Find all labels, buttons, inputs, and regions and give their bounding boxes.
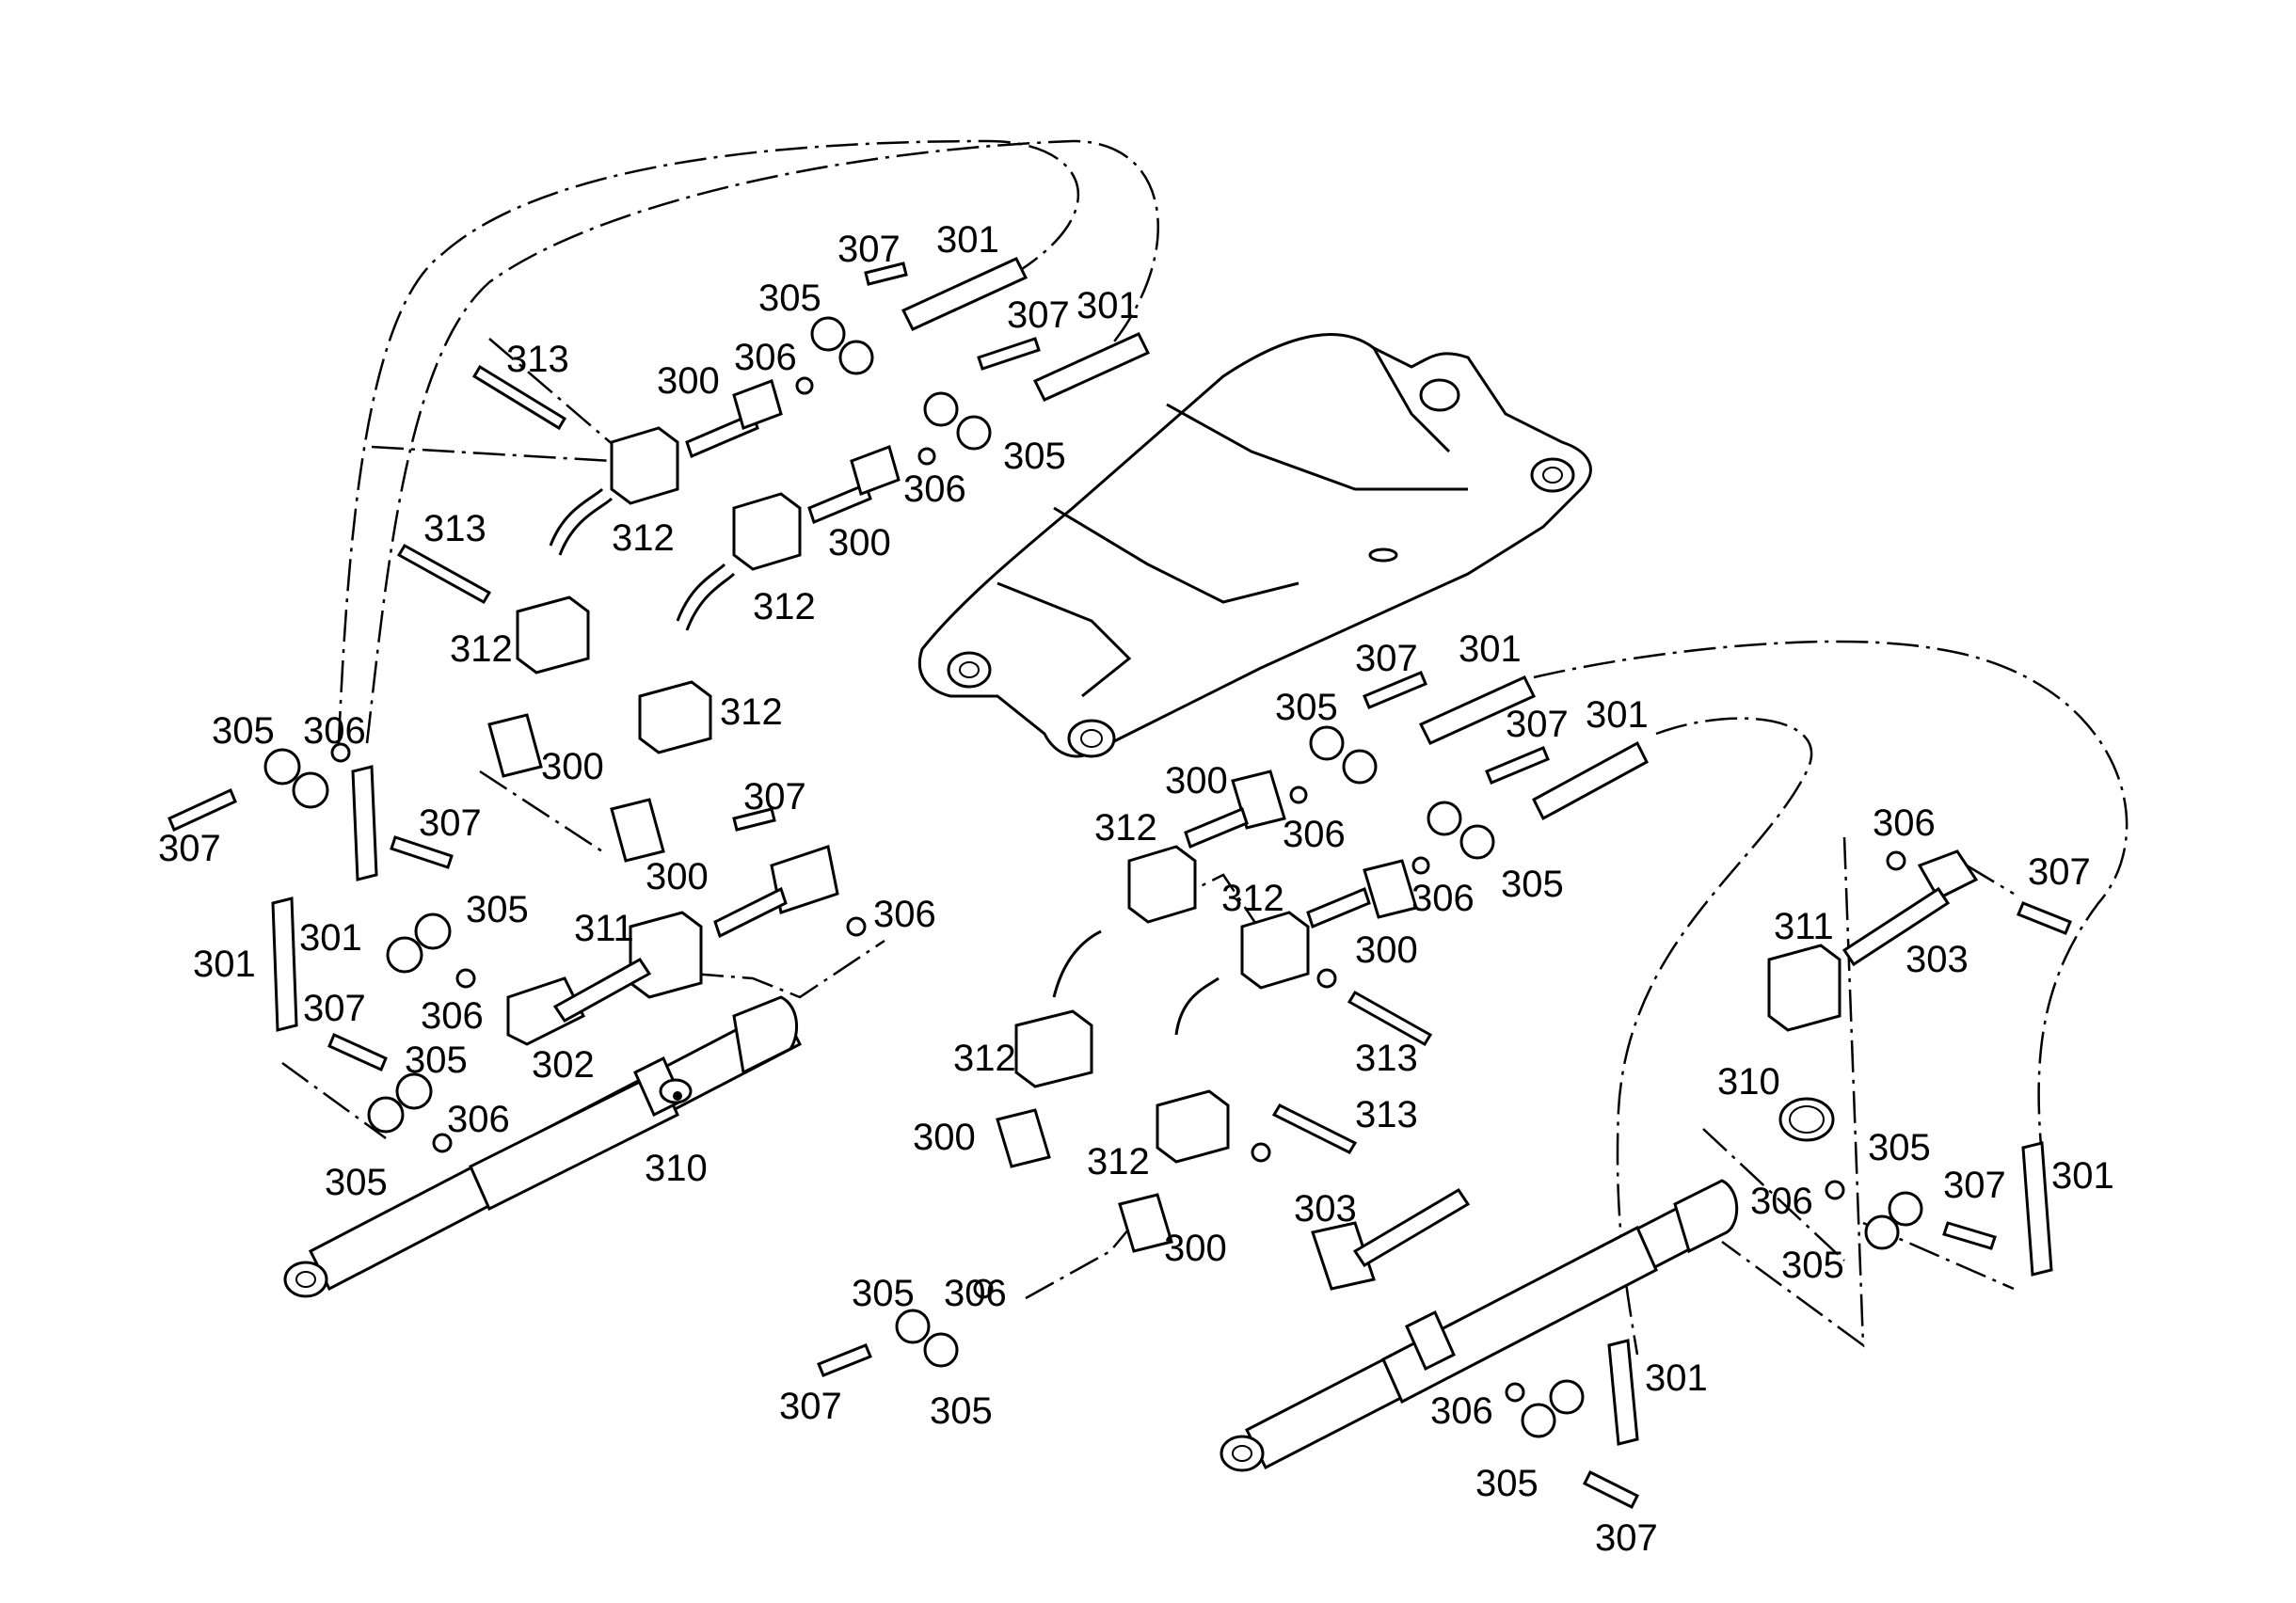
part-label: 300	[646, 856, 709, 897]
part-label: 302	[532, 1044, 595, 1086]
right-hydraulic-cylinder	[1220, 1179, 1739, 1472]
part-label: 312	[753, 586, 816, 627]
part-label: 301	[299, 917, 362, 959]
part-label: 312	[1094, 807, 1157, 849]
part-label: 305	[212, 710, 275, 752]
part-label: 301	[1586, 694, 1649, 736]
part-label: 311	[574, 908, 634, 949]
part-label: 305	[930, 1390, 993, 1432]
part-label: 307	[1943, 1165, 2006, 1206]
part-label: 305	[1501, 864, 1564, 905]
part-label: 300	[1355, 929, 1418, 971]
part-label: 313	[1355, 1094, 1418, 1135]
part-label: 305	[1475, 1463, 1539, 1504]
part-label: 307	[419, 802, 482, 844]
part-label: 307	[743, 776, 806, 817]
hoses	[271, 257, 2053, 1446]
boom-arm	[917, 333, 1592, 758]
part-label: 305	[1275, 687, 1338, 728]
part-label: 300	[913, 1117, 976, 1158]
part-label: 312	[1087, 1141, 1150, 1182]
part-label: 306	[1283, 814, 1346, 855]
part-label: 306	[1873, 802, 1936, 844]
part-label: 300	[541, 746, 604, 787]
clamp-blocks	[516, 426, 1842, 1164]
part-label: 300	[828, 522, 891, 563]
part-label: 306	[734, 337, 797, 378]
part-label: 301	[2051, 1155, 2114, 1197]
part-label: 301	[936, 219, 999, 261]
left-hydraulic-cylinder	[283, 995, 803, 1298]
part-label: 307	[2028, 851, 2091, 893]
part-label: 301	[1459, 628, 1522, 670]
part-label: 301	[1645, 1357, 1708, 1399]
part-label: 307	[779, 1386, 842, 1427]
part-label: 313	[506, 339, 569, 380]
part-label: 310	[645, 1148, 708, 1189]
part-label: 301	[1076, 285, 1140, 326]
part-label: 305	[1781, 1245, 1844, 1286]
part-label: 313	[423, 508, 486, 549]
part-label: 312	[1221, 878, 1284, 919]
part-label: 307	[158, 828, 221, 869]
part-label: 307	[303, 988, 366, 1029]
fittings	[167, 262, 2072, 1510]
part-label: 307	[837, 229, 901, 270]
part-labels: 307 301 305 307 301 313 306 300 306 305 …	[158, 219, 2114, 1559]
part-label: 301	[193, 944, 256, 985]
part-label: 312	[612, 517, 675, 559]
part-label: 312	[450, 628, 513, 670]
part-label: 306	[421, 995, 484, 1037]
part-label: 303	[1294, 1188, 1357, 1230]
part-label: 306	[1411, 878, 1475, 919]
part-label: 305	[325, 1162, 388, 1203]
part-label: 306	[447, 1099, 510, 1140]
part-label: 311	[1774, 906, 1834, 947]
part-label: 300	[1164, 1228, 1227, 1269]
part-label: 306	[1750, 1181, 1813, 1222]
part-label: 300	[1165, 760, 1228, 802]
part-label: 306	[303, 710, 366, 752]
part-label: 306	[873, 894, 936, 935]
part-label: 306	[944, 1273, 1007, 1314]
part-label: 306	[903, 468, 966, 510]
part-label: 300	[657, 360, 720, 402]
part-label: 306	[1430, 1390, 1493, 1432]
part-label: 305	[1868, 1127, 1931, 1168]
part-label: 307	[1595, 1517, 1658, 1559]
part-label: 310	[1717, 1061, 1780, 1103]
part-label: 305	[758, 278, 821, 319]
part-label: 312	[720, 691, 783, 733]
part-label: 305	[1003, 436, 1066, 477]
part-label: 305	[466, 889, 529, 930]
pipes-and-flanges	[487, 379, 1979, 1291]
part-label: 307	[1355, 638, 1418, 679]
part-label: 303	[1905, 939, 1969, 980]
part-label: 307	[1007, 294, 1070, 336]
part-label: 312	[953, 1038, 1016, 1079]
part-label: 307	[1506, 704, 1569, 745]
part-label: 305	[852, 1273, 915, 1314]
part-label: 305	[405, 1040, 468, 1081]
part-label: 313	[1355, 1038, 1418, 1079]
